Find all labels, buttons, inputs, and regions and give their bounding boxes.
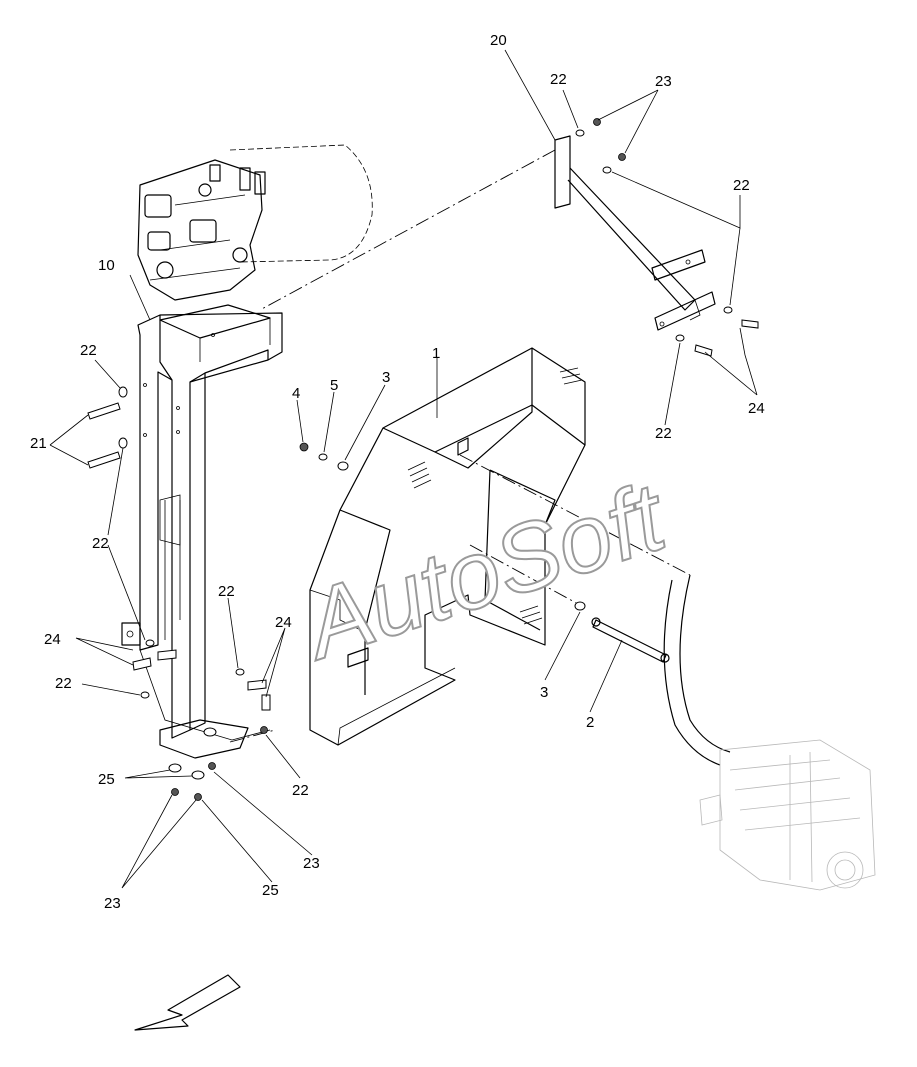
callout-22: 22 [218, 583, 235, 600]
callout-2: 2 [586, 714, 594, 731]
callout-25: 25 [262, 882, 279, 899]
callout-23: 23 [655, 73, 672, 90]
belt-and-engine [663, 574, 876, 891]
callout-23: 23 [303, 855, 320, 872]
callout-24: 24 [748, 400, 765, 417]
callout-4: 4 [292, 385, 300, 402]
callout-22: 22 [550, 71, 567, 88]
callout-22: 22 [55, 675, 72, 692]
leader-lines [49, 49, 758, 889]
callout-21: 21 [30, 435, 47, 452]
callout-3: 3 [382, 369, 390, 386]
cover-part-1 [309, 347, 586, 746]
callout-24: 24 [275, 614, 292, 631]
callout-22: 22 [733, 177, 750, 194]
callout-20: 20 [490, 32, 507, 49]
callout-10: 10 [98, 257, 115, 274]
shaft-part-2 [591, 617, 670, 663]
callout-23: 23 [104, 895, 121, 912]
bracket-part-20 [554, 135, 716, 331]
callout-24: 24 [44, 631, 61, 648]
callout-22: 22 [292, 782, 309, 799]
hardware [87, 118, 759, 801]
alignment-lines [229, 149, 691, 743]
direction-arrow-icon [134, 974, 241, 1031]
callout-1: 1 [432, 345, 440, 362]
frame-part-10 [121, 304, 283, 759]
callout-25: 25 [98, 771, 115, 788]
hydraulic-tank-assembly [137, 144, 373, 301]
callout-labels: 20 22 23 22 24 22 10 1 4 5 3 22 21 22 22… [30, 32, 765, 912]
callout-22: 22 [80, 342, 97, 359]
callout-22: 22 [92, 535, 109, 552]
callout-3: 3 [540, 684, 548, 701]
callout-22: 22 [655, 425, 672, 442]
callout-5: 5 [330, 377, 338, 394]
